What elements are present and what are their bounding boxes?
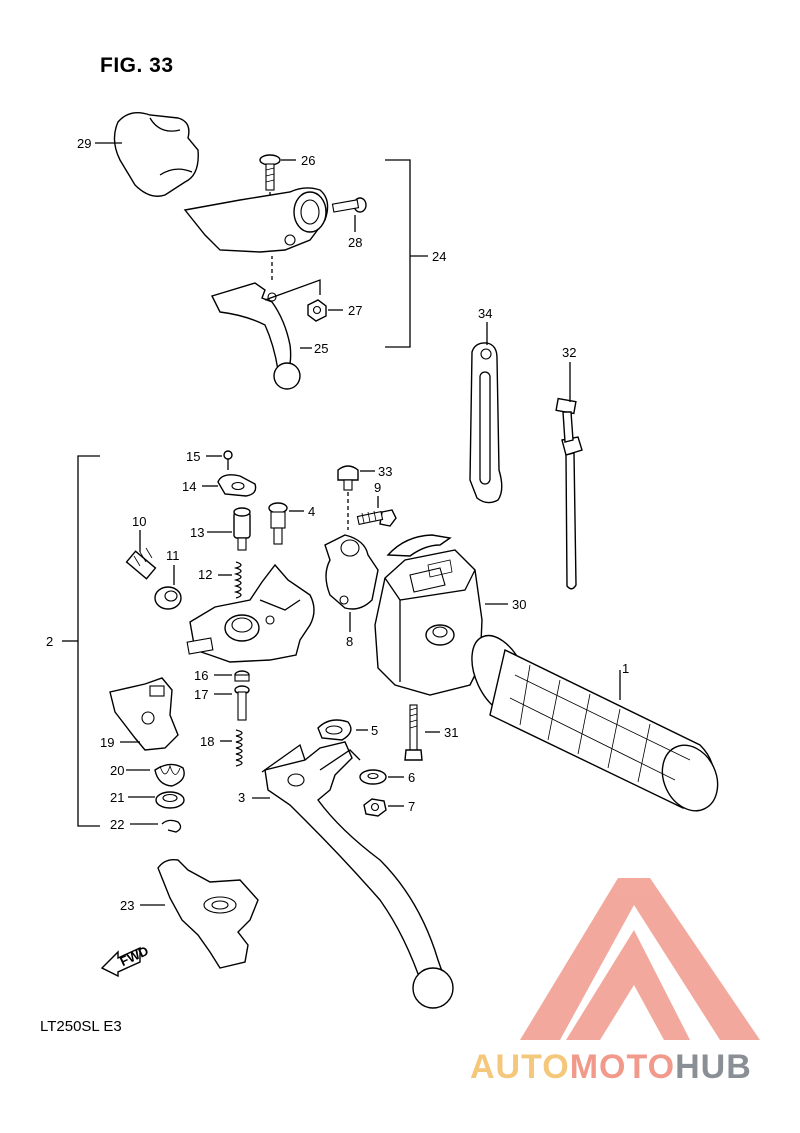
callout-18: 18 [200,734,214,749]
part-21-clip [155,791,185,809]
callout-31: 31 [444,725,458,740]
callout-25: 25 [314,341,328,356]
callout-19: 19 [100,735,114,750]
figure-title: FIG. 33 [100,54,174,77]
part-6-washer [359,769,387,785]
callout-16: 16 [194,668,208,683]
callout-11: 11 [166,548,180,563]
part-29-choke-cover [113,112,199,197]
callout-23: 23 [120,898,134,913]
callout-32: 32 [562,345,576,360]
bracket-2 [77,455,100,827]
part-25-choke-lever [211,282,301,390]
part-28-bolt [331,197,367,213]
choke-lever-bracket [183,187,329,253]
model-code: LT250SL E3 [40,1018,122,1035]
part-34-strap [469,342,503,504]
callout-34: 34 [478,306,492,321]
part-3-clutch-lever [261,741,454,1009]
callout-22: 22 [110,817,124,832]
callout-3: 3 [238,790,245,805]
callout-14: 14 [182,479,196,494]
fwd-arrow-icon: FWD [100,943,151,978]
callout-1: 1 [622,661,629,676]
part-30-switch-housing [374,534,483,696]
callout-28: 28 [348,235,362,250]
part-5-seal [317,719,352,741]
lever-holder [186,563,315,663]
part-19-cover [109,677,179,751]
callout-27: 27 [348,303,362,318]
callout-5: 5 [371,723,378,738]
callout-10: 10 [132,514,146,529]
callout-17: 17 [194,687,208,702]
part-12-spring [233,561,242,599]
callout-7: 7 [408,799,415,814]
part-16-cap [234,670,250,682]
part-32-cable-tie [555,397,583,590]
part-31-bolt [404,704,423,761]
part-27-nut [307,299,327,322]
part-23-housing [157,858,259,969]
part-20-spring [154,763,185,787]
part-8-clamp [324,534,379,610]
callout-12: 12 [198,567,212,582]
callout-8: 8 [346,634,353,649]
part-4-pin [268,502,288,545]
callout-4: 4 [308,504,315,519]
part-1-grip [471,634,719,812]
part-22-e-clip [161,819,182,833]
part-7-nut [363,798,387,817]
callout-15: 15 [186,449,200,464]
callout-24: 24 [432,249,446,264]
callout-9: 9 [374,480,381,495]
part-11-locknut [154,586,182,610]
part-14-plate [217,474,257,497]
callout-labels: 1 2 3 4 5 6 7 8 9 10 11 12 13 14 15 16 1… [46,136,629,913]
bracket-24 [385,159,411,348]
part-17-pin [234,685,250,721]
part-13-switch [233,507,251,551]
callout-6: 6 [408,770,415,785]
part-15-screw [223,450,233,470]
callout-20: 20 [110,763,124,778]
callout-26: 26 [301,153,315,168]
callout-30: 30 [512,597,526,612]
part-18-spring [235,729,243,767]
callout-33: 33 [378,464,392,479]
watermark-text: AUTOMOTOHUB [470,1048,752,1087]
part-26-screw [259,154,281,191]
watermark-part-auto: AUTO [470,1048,570,1086]
watermark-part-hub: HUB [675,1048,752,1086]
part-10-adjuster [125,547,157,580]
callout-2: 2 [46,634,53,649]
part-33-cap [337,465,359,491]
watermark-part-moto: MOTO [569,1048,676,1086]
watermark-logo [520,878,760,1040]
callout-13: 13 [190,525,204,540]
callout-21: 21 [110,790,124,805]
part-9-bolt [356,509,397,527]
callout-29: 29 [77,136,91,151]
